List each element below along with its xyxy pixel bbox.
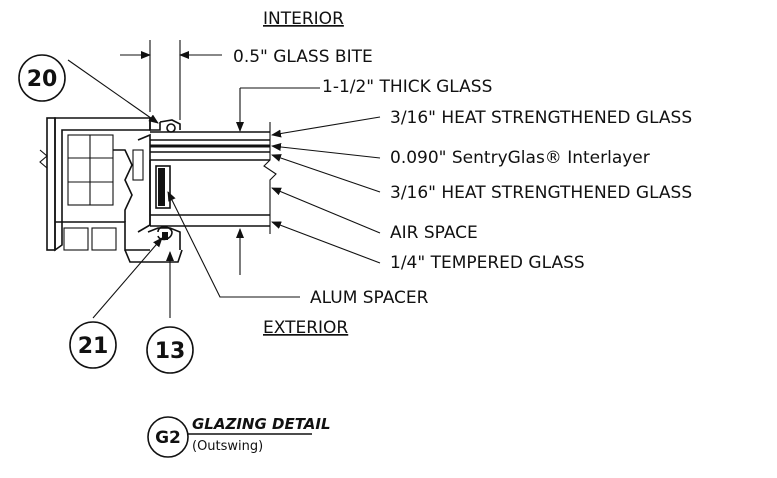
- leader-lines: [67, 59, 381, 319]
- interlayer-label: 0.090" SentryGlas® Interlayer: [390, 148, 650, 168]
- interior-label: INTERIOR: [263, 9, 344, 29]
- alum-spacer-label: ALUM SPACER: [310, 288, 429, 308]
- tempered-glass-label: 1/4" TEMPERED GLASS: [390, 253, 585, 273]
- callout-13: 13: [146, 326, 194, 374]
- thick-glass-label: 1-1/2" THICK GLASS: [322, 77, 492, 97]
- detail-subtitle: (Outswing): [192, 439, 263, 454]
- detail-tag: G2: [155, 428, 181, 448]
- detail-title: GLAZING DETAIL: [192, 415, 331, 433]
- thick-glass-dimension: [236, 87, 320, 275]
- callout-21: 21: [69, 321, 117, 369]
- glass-bite-label: 0.5" GLASS BITE: [233, 47, 373, 67]
- exterior-label: EXTERIOR: [263, 318, 348, 338]
- heat-strengthened-glass-1-label: 3/16" HEAT STRENGTHENED GLASS: [390, 108, 692, 128]
- heat-strengthened-glass-2-label: 3/16" HEAT STRENGTHENED GLASS: [390, 183, 692, 203]
- callout-20-number: 20: [27, 67, 58, 92]
- air-space-label: AIR SPACE: [390, 223, 478, 243]
- glass-bite-dimension: [120, 40, 222, 120]
- callout-13-number: 13: [155, 339, 186, 364]
- detail-title-block: G2 GLAZING DETAIL (Outswing): [147, 415, 331, 458]
- glass-unit: [149, 122, 277, 234]
- callout-21-number: 21: [78, 334, 109, 359]
- callout-20: 20: [18, 54, 66, 102]
